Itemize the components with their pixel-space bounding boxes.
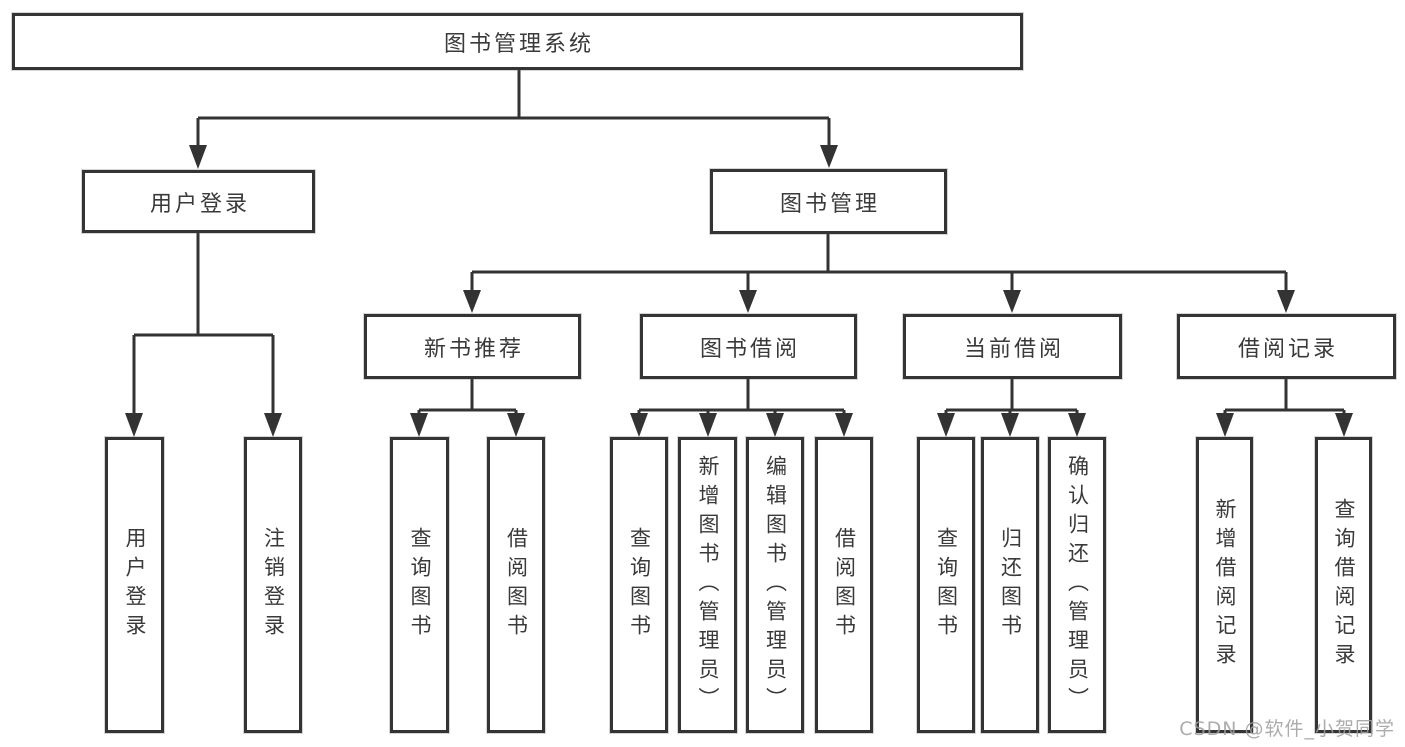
leaf-confirm-return-admin-label: 确认归还（管理员） [1065,454,1090,716]
leaf-borrow-query-label: 查询图书 [627,527,652,643]
arrowheads-current-borrow [937,413,1086,437]
leaf-newbook-query: 查询图书 [390,437,449,733]
node-current-borrowing-label: 当前借阅 [963,336,1064,362]
leaf-confirm-return-admin: 确认归还（管理员） [1048,437,1106,733]
arrowheads-borrow-records [1216,413,1353,437]
leaf-user-login: 用户登录 [105,437,164,733]
node-library-system-label: 图书管理系统 [443,31,594,57]
arrowheads-book-borrow [630,413,853,437]
node-book-borrowing: 图书借阅 [640,314,857,379]
leaf-borrow-add-admin: 新增图书（管理员） [678,437,737,733]
connector-book-mgmt [470,234,1288,293]
node-book-management: 图书管理 [710,169,947,234]
leaf-query-borrow-record-label: 查询借阅记录 [1332,498,1356,672]
leaf-current-query: 查询图书 [917,437,975,733]
node-book-management-label: 图书管理 [779,191,880,217]
leaf-borrow-edit-admin: 编辑图书（管理员） [746,437,804,733]
node-borrowing-records: 借阅记录 [1177,314,1396,379]
leaf-borrow-book-label: 借阅图书 [832,527,857,643]
node-library-system: 图书管理系统 [12,13,1023,70]
connector-new-book [417,379,518,416]
leaf-return-book-label: 归还图书 [998,527,1023,643]
connector-borrow-records [1223,379,1346,416]
arrowheads-new-book [410,413,525,437]
leaf-logout: 注销登录 [244,437,302,733]
leaf-newbook-query-label: 查询图书 [408,527,432,643]
connector-root [196,70,831,148]
arrowheads-root [189,145,838,169]
leaf-current-query-label: 查询图书 [934,527,959,643]
leaf-return-book: 归还图书 [981,437,1039,733]
node-user-login-label: 用户登录 [149,191,250,217]
node-borrowing-records-label: 借阅记录 [1237,336,1338,362]
leaf-query-borrow-record: 查询借阅记录 [1315,437,1372,733]
node-user-login: 用户登录 [82,170,315,233]
node-new-book-recommend-label: 新书推荐 [423,336,524,362]
connector-book-borrow [637,379,846,416]
leaf-borrow-edit-admin-label: 编辑图书（管理员） [763,454,788,716]
leaf-user-login-label: 用户登录 [123,527,147,643]
leaf-newbook-borrow: 借阅图书 [487,437,545,733]
connector-current-borrow [944,379,1079,416]
leaf-borrow-book: 借阅图书 [815,437,873,733]
leaf-add-borrow-record: 新增借阅记录 [1196,437,1253,733]
leaf-borrow-query: 查询图书 [610,437,668,733]
arrowheads-book-mgmt [463,290,1295,313]
leaf-add-borrow-record-label: 新增借阅记录 [1213,498,1237,672]
node-book-borrowing-label: 图书借阅 [699,336,800,362]
node-new-book-recommend: 新书推荐 [364,314,581,379]
csdn-watermark: CSDN @软件_小贺同学 [1179,718,1395,740]
leaf-logout-label: 注销登录 [261,527,286,643]
node-current-borrowing: 当前借阅 [903,314,1122,379]
arrowheads-user-login [125,413,282,437]
connector-user-login [132,233,275,416]
leaf-borrow-add-admin-label: 新增图书（管理员） [696,454,720,716]
leaf-newbook-borrow-label: 借阅图书 [504,527,529,643]
